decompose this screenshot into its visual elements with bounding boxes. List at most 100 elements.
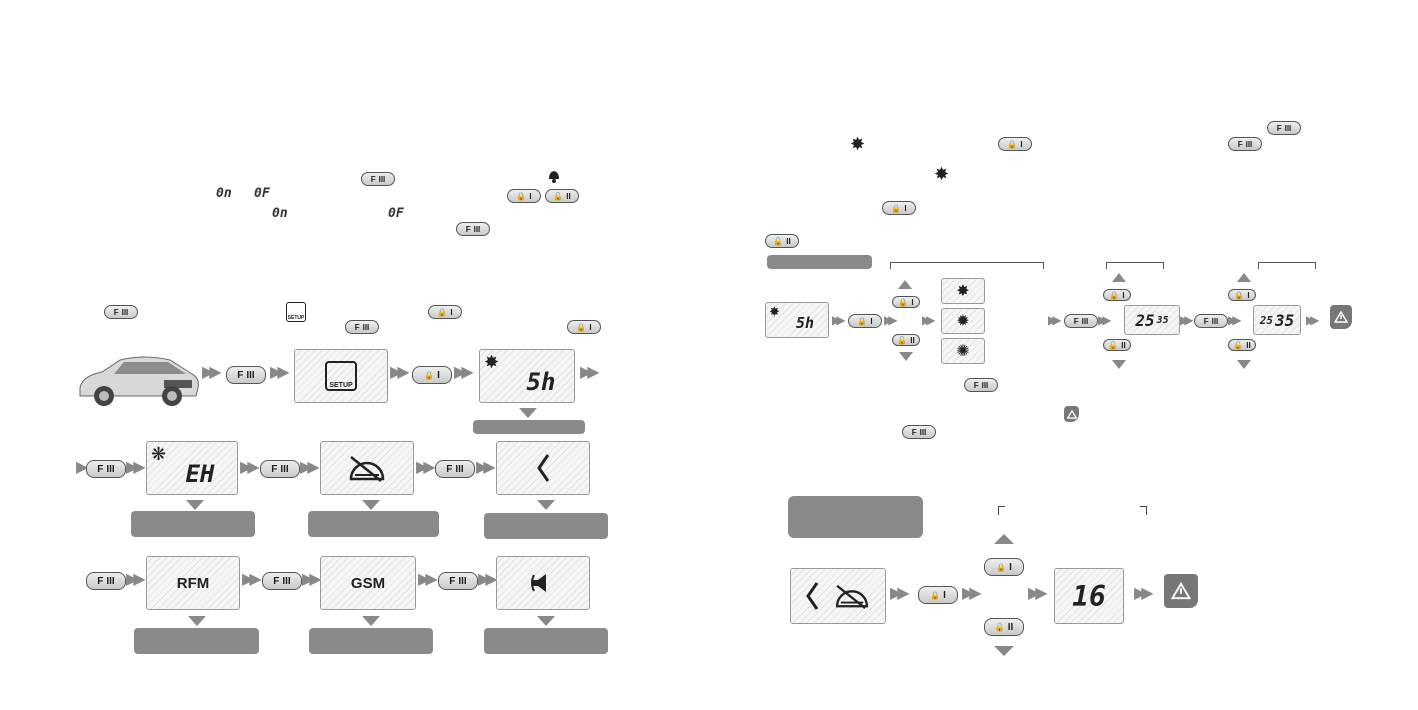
label-bar bbox=[134, 628, 259, 654]
arrow: ▶▶ bbox=[922, 313, 936, 327]
unlock-icon: 🔓 bbox=[994, 622, 1005, 632]
lock-icon: 🔒 bbox=[516, 191, 527, 201]
lock-icon: 🔒 bbox=[1234, 290, 1245, 300]
lock-button-row1[interactable]: 🔒I bbox=[412, 366, 452, 384]
off-glyph-2: 0F bbox=[388, 206, 404, 221]
arrow: ▶▶ bbox=[1180, 313, 1194, 327]
label-bar bbox=[309, 628, 433, 654]
speaker-icon bbox=[531, 574, 546, 592]
lock-button-r4[interactable]: 🔒I bbox=[892, 296, 920, 308]
down-triangle bbox=[1112, 360, 1126, 369]
down-triangle bbox=[899, 352, 913, 361]
lock-icon: 🔒 bbox=[1109, 290, 1120, 300]
arrow: ▶▶ bbox=[202, 364, 221, 381]
tilt-screen bbox=[320, 441, 414, 495]
label-bar bbox=[484, 513, 608, 539]
arrow: ▶▶ bbox=[1306, 313, 1320, 327]
arrow: ▶▶ bbox=[1228, 313, 1242, 327]
arrow: ▶▶ bbox=[390, 364, 409, 381]
lock-icon: 🔒 bbox=[576, 322, 587, 332]
gsm-screen: GSM bbox=[320, 556, 416, 610]
shock-icon: ✹ bbox=[956, 313, 970, 330]
arrow: ▶▶ bbox=[1134, 585, 1153, 602]
lock-button-r2[interactable]: 🔒I bbox=[882, 201, 916, 215]
down-triangle bbox=[362, 500, 380, 510]
lock-button-r3[interactable]: 🔒I bbox=[848, 314, 882, 328]
rfm-screen: RFM bbox=[146, 556, 240, 610]
arrow: ▶▶ bbox=[890, 585, 909, 602]
lock-icon: 🔒 bbox=[424, 370, 435, 380]
warning-icon-inline bbox=[1064, 406, 1079, 422]
speaker-screen bbox=[496, 556, 590, 610]
unlock-button[interactable]: 🔓II bbox=[545, 189, 579, 203]
unlock-button-r1[interactable]: 🔓II bbox=[765, 234, 799, 248]
arrow: ▶▶ bbox=[478, 571, 497, 588]
up-triangle bbox=[1112, 273, 1126, 282]
arrow: ▶▶ bbox=[1098, 313, 1112, 327]
lock-icon: 🔒 bbox=[891, 203, 902, 213]
arrow: ▶▶ bbox=[962, 585, 981, 602]
shock-screen: ✸ 5h bbox=[479, 349, 575, 403]
lock-button-3[interactable]: 🔒I bbox=[567, 320, 601, 334]
lock-button-r5[interactable]: 🔒I bbox=[1103, 289, 1131, 301]
arrow: ▶ bbox=[76, 459, 89, 476]
lock-button-2[interactable]: 🔒I bbox=[428, 305, 462, 319]
label-bar bbox=[473, 420, 585, 434]
down-triangle bbox=[186, 500, 204, 510]
warning-button-bottom[interactable] bbox=[1164, 574, 1198, 608]
bracket bbox=[1106, 262, 1164, 269]
ex-screen: ❋ EH bbox=[146, 441, 238, 495]
chevron-left-icon bbox=[806, 582, 819, 610]
shock-screen-small: ✸ 5h bbox=[765, 302, 829, 338]
lock-button[interactable]: 🔒I bbox=[507, 189, 541, 203]
shock-icon: ✺ bbox=[956, 343, 970, 360]
lock-button-r1[interactable]: 🔒I bbox=[998, 137, 1032, 151]
down-triangle bbox=[537, 616, 555, 626]
down-triangle bbox=[519, 408, 537, 418]
unlock-button-r4[interactable]: 🔓II bbox=[1228, 339, 1256, 351]
label-bar bbox=[484, 628, 608, 654]
down-triangle bbox=[362, 616, 380, 626]
lock-button-bottom[interactable]: 🔒I bbox=[918, 586, 958, 604]
unlock-button-r2[interactable]: 🔓II bbox=[892, 334, 920, 346]
arrow: ▶▶ bbox=[270, 364, 289, 381]
label-bar bbox=[131, 511, 255, 537]
on-glyph: 0n bbox=[216, 186, 232, 201]
bracket-corner-left bbox=[998, 506, 1005, 515]
unlock-button-r3[interactable]: 🔓II bbox=[1103, 339, 1131, 351]
unlock-icon: 🔓 bbox=[1108, 340, 1119, 350]
arrow: ▶▶ bbox=[884, 313, 898, 327]
down-triangle bbox=[537, 500, 555, 510]
lock-icon: 🔒 bbox=[857, 316, 868, 326]
bell-icon bbox=[546, 168, 562, 189]
section-title-bar bbox=[788, 496, 923, 538]
lock-button-up[interactable]: 🔒I bbox=[984, 558, 1024, 576]
off-glyph: 0F bbox=[254, 186, 270, 201]
gauge-icon bbox=[349, 456, 385, 482]
shock-icon: ✸ bbox=[484, 352, 500, 372]
tilt-level-screen bbox=[790, 568, 886, 624]
down-triangle bbox=[188, 616, 206, 626]
warning-button[interactable] bbox=[1330, 305, 1352, 329]
lock-button-r6[interactable]: 🔒I bbox=[1228, 289, 1256, 301]
unlock-button-down[interactable]: 🔓II bbox=[984, 618, 1024, 636]
unlock-icon: 🔓 bbox=[897, 335, 908, 345]
